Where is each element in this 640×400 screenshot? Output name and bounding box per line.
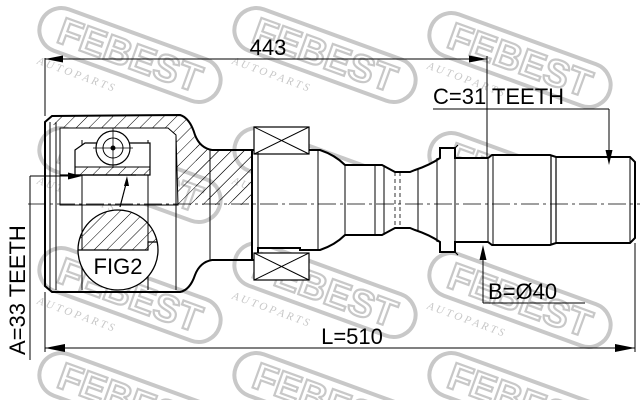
- svg-text:FEBEST: FEBEST: [52, 11, 207, 102]
- svg-text:FEBEST: FEBEST: [247, 356, 402, 400]
- watermark-logo: FEBEST A U T O P A R T S: [424, 11, 613, 109]
- svg-text:FEBEST: FEBEST: [442, 356, 597, 400]
- boot-clamp-lower: [253, 252, 310, 281]
- cv-joint-part: FIG2: [44, 113, 636, 293]
- housing-outline: [44, 113, 253, 293]
- watermark-logo: FEBEST A U T O P A R T S: [229, 6, 418, 104]
- watermark-logo: FEBEST: [427, 351, 613, 400]
- watermark-logo: FEBEST: [232, 351, 418, 400]
- a-teeth-label: A=33 TEETH: [5, 225, 30, 355]
- b-diameter-label: B=Ø40: [488, 279, 557, 304]
- dimension-b-diameter: B=Ø40: [479, 245, 585, 304]
- l-length-label: L=510: [321, 324, 383, 349]
- fig2-label: FIG2: [94, 254, 143, 279]
- watermark-logo: FEBEST: [37, 351, 223, 400]
- dimension-l-length: L=510: [44, 243, 636, 352]
- svg-text:FEBEST: FEBEST: [52, 356, 207, 400]
- dimension-a-teeth: A=33 TEETH: [5, 172, 82, 360]
- boot-clamp-upper: [253, 126, 310, 155]
- c-teeth-label: C=31 TEETH: [433, 84, 564, 109]
- dimension-c-teeth: C=31 TEETH: [433, 84, 613, 165]
- watermark-logo: FEBEST A U T O P A R T S: [34, 6, 223, 104]
- dimension-443-label: 443: [250, 35, 287, 60]
- dimension-443: 443: [44, 35, 488, 158]
